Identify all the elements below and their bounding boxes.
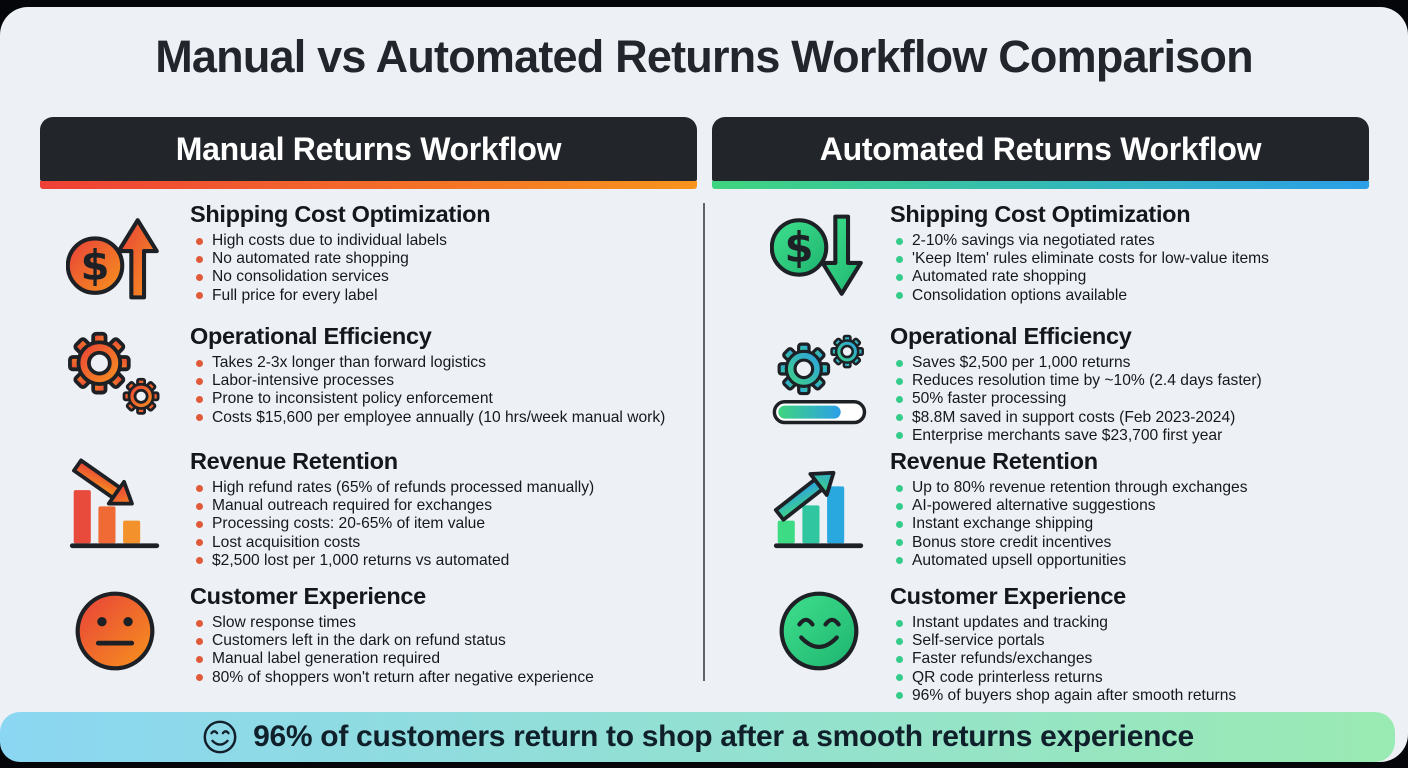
bullet-item: Instant updates and tracking: [890, 615, 1408, 631]
bullet-item: Costs $15,600 per employee annually (10 …: [190, 409, 700, 426]
smiley-face-icon: [748, 583, 890, 673]
bullet-item: Consolidation options available: [890, 287, 1408, 304]
footer-text: 96% of customers return to shop after a …: [253, 720, 1194, 753]
bullet-item: $2,500 lost per 1,000 returns vs automat…: [190, 553, 700, 569]
bullet-item: Enterprise merchants save $23,700 first …: [890, 428, 1408, 444]
gears-icon: [40, 323, 190, 421]
bullet-item: QR code printerless returns: [890, 669, 1408, 686]
auto-shipping-section: $ Shipping Cost Optimization 2-10% savin…: [748, 201, 1408, 307]
bullet-item: Customers left in the dark on refund sta…: [190, 633, 700, 649]
bullet-item: High costs due to individual labels: [190, 233, 700, 249]
bullet-list: High refund rates (65% of refunds proces…: [190, 480, 700, 568]
section-title: Shipping Cost Optimization: [190, 201, 491, 227]
smiley-outline-icon: [201, 718, 239, 756]
bullet-item: 80% of shoppers won't return after negat…: [190, 669, 700, 686]
bullet-item: Faster refunds/exchanges: [890, 651, 1408, 667]
section-title: Revenue Retention: [890, 448, 1098, 474]
bullet-list: Up to 80% revenue retention through exch…: [890, 480, 1408, 568]
section-title: Customer Experience: [190, 583, 426, 609]
page-title: Manual vs Automated Returns Workflow Com…: [155, 31, 1253, 82]
bullet-item: Processing costs: 20-65% of item value: [190, 516, 700, 532]
bullet-list: Saves $2,500 per 1,000 returns Reduces r…: [890, 355, 1408, 443]
neutral-face-icon: [40, 583, 190, 673]
auto-customer-section: Customer Experience Instant updates and …: [748, 583, 1408, 706]
section-title: Operational Efficiency: [890, 323, 1132, 349]
bullet-item: Manual label generation required: [190, 651, 700, 667]
manual-customer-section: Customer Experience Slow response times …: [40, 583, 700, 688]
bullet-item: Bonus store credit incentives: [890, 534, 1408, 551]
bullet-item: $8.8M saved in support costs (Feb 2023-2…: [890, 409, 1408, 426]
money-up-icon: $: [40, 201, 190, 307]
manual-efficiency-section: Operational Efficiency Takes 2-3x longer…: [40, 323, 700, 428]
bullet-item: 'Keep Item' rules eliminate costs for lo…: [890, 251, 1408, 267]
bullet-item: Full price for every label: [190, 287, 700, 304]
manual-column-header: Manual Returns Workflow: [40, 117, 697, 181]
auto-accent-bar: [712, 181, 1369, 189]
bullet-item: Instant exchange shipping: [890, 516, 1408, 532]
bullet-list: Takes 2-3x longer than forward logistics…: [190, 355, 700, 425]
bullet-item: Self-service portals: [890, 633, 1408, 649]
manual-shipping-section: $ Shipping Cost Optimization High costs …: [40, 201, 700, 307]
footer-banner: 96% of customers return to shop after a …: [0, 712, 1395, 762]
bullet-item: Automated rate shopping: [890, 269, 1408, 285]
svg-text:$: $: [81, 241, 110, 290]
bullet-item: Prone to inconsistent policy enforcement: [190, 391, 700, 407]
manual-revenue-section: Revenue Retention High refund rates (65%…: [40, 448, 700, 571]
bullet-item: Takes 2-3x longer than forward logistics: [190, 355, 700, 371]
column-divider: [703, 203, 705, 681]
bullet-item: Automated upsell opportunities: [890, 553, 1408, 569]
section-title: Revenue Retention: [190, 448, 398, 474]
bullet-list: Instant updates and tracking Self-servic…: [890, 615, 1408, 703]
svg-text:$: $: [785, 223, 814, 272]
bullet-list: Slow response times Customers left in th…: [190, 615, 700, 685]
bullet-item: 2-10% savings via negotiated rates: [890, 233, 1408, 249]
bullet-item: Labor-intensive processes: [190, 373, 700, 389]
bullet-list: High costs due to individual labels No a…: [190, 233, 700, 303]
bullet-list: 2-10% savings via negotiated rates 'Keep…: [890, 233, 1408, 303]
auto-revenue-section: Revenue Retention Up to 80% revenue rete…: [748, 448, 1408, 571]
rising-chart-icon: [748, 448, 890, 552]
manual-accent-bar: [40, 181, 697, 189]
bullet-item: 96% of buyers shop again after smooth re…: [890, 688, 1408, 704]
section-title: Shipping Cost Optimization: [890, 201, 1191, 227]
bullet-item: Reduces resolution time by ~10% (2.4 day…: [890, 373, 1408, 389]
gears-progress-icon: [748, 323, 890, 426]
bullet-item: No automated rate shopping: [190, 251, 700, 267]
bullet-item: No consolidation services: [190, 269, 700, 285]
auto-efficiency-section: Operational Efficiency Saves $2,500 per …: [748, 323, 1408, 446]
bullet-item: Manual outreach required for exchanges: [190, 498, 700, 514]
auto-column-header: Automated Returns Workflow: [712, 117, 1369, 181]
bullet-item: High refund rates (65% of refunds proces…: [190, 480, 700, 496]
money-down-icon: $: [748, 201, 890, 307]
infographic-card: Manual vs Automated Returns Workflow Com…: [0, 7, 1408, 762]
section-title: Customer Experience: [890, 583, 1126, 609]
bullet-item: Up to 80% revenue retention through exch…: [890, 480, 1408, 496]
bullet-item: Saves $2,500 per 1,000 returns: [890, 355, 1408, 371]
bullet-item: AI-powered alternative suggestions: [890, 498, 1408, 514]
bullet-item: Lost acquisition costs: [190, 534, 700, 551]
declining-chart-icon: [40, 448, 190, 552]
bullet-item: 50% faster processing: [890, 391, 1408, 407]
section-title: Operational Efficiency: [190, 323, 432, 349]
bullet-item: Slow response times: [190, 615, 700, 631]
